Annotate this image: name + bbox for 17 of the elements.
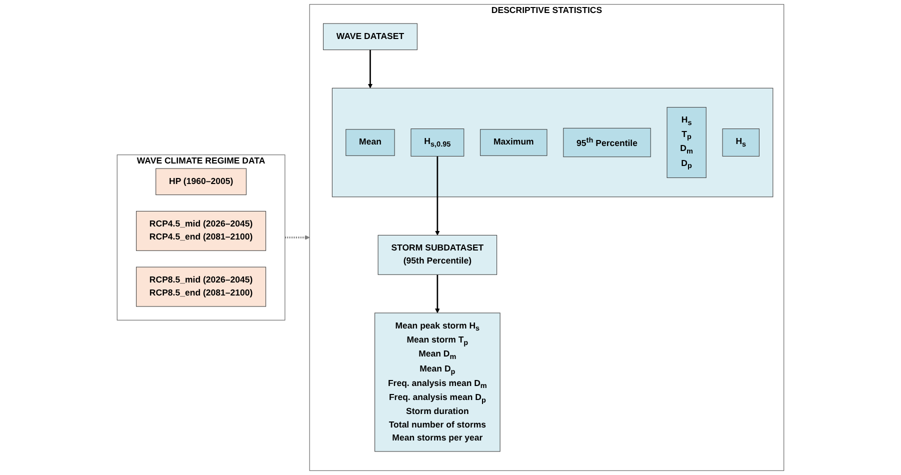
- node-box: RCP8.5_mid (2026–2045) RCP8.5_end (2081–2100): [136, 266, 266, 307]
- node-box: H$_{s}$: [722, 128, 760, 157]
- node-box: 95$^{th}$ Percentile: [563, 128, 651, 158]
- node-box: RCP4.5_mid (2026–2045) RCP4.5_end (2081–2100): [136, 210, 266, 251]
- node-box: HP (1960–2005): [156, 168, 247, 196]
- arrow: [435, 156, 440, 236]
- node-box: Mean peak storm H$_{s}$ Mean storm T$_{p}$ Mean D$_{m}$ Mean D$_{p}$ Freq. analysis mean D$_{m}$ Freq. analysis mean D$_{p}$ Storm duration Total number of storms Mean storms per year: [374, 312, 500, 452]
- arrow: [368, 50, 373, 88]
- node-box: H$_{s,0.95}$: [410, 128, 464, 157]
- node-box: Maximum: [480, 129, 548, 156]
- node-box: Mean: [346, 129, 395, 156]
- node-box: STORM SUBDATASET (95th Percentile): [378, 234, 498, 275]
- node-box: H$_{s}$ T$_{p}$ D$_{m}$ D$_{p}$: [666, 107, 706, 178]
- cluster: [332, 88, 774, 198]
- node-box: WAVE DATASET: [323, 23, 418, 50]
- arrow: [435, 274, 440, 314]
- arrow: [284, 235, 310, 240]
